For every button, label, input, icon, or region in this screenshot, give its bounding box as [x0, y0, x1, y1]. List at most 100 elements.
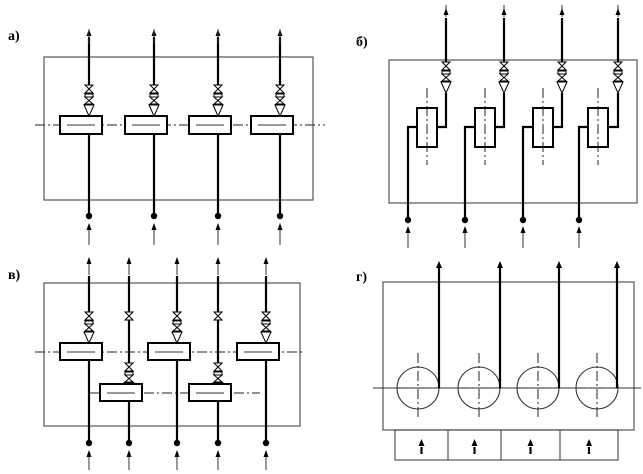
inlet-node-icon	[150, 212, 158, 220]
inlet-pipe	[406, 125, 417, 220]
panel-label-a: а)	[8, 29, 20, 44]
outlet-connection	[553, 93, 564, 129]
gate-valve-icon	[556, 61, 568, 71]
valve-body-icon	[274, 96, 286, 105]
inlet-4	[586, 439, 592, 454]
valve-body-icon	[83, 96, 95, 105]
inlet-node-icon	[262, 439, 270, 447]
outlet-connection	[608, 93, 620, 129]
inlet-arrow-icon	[126, 450, 132, 457]
valve-stack	[440, 61, 452, 95]
reducer-cone-icon	[171, 331, 183, 345]
unit-b-1	[404, 5, 452, 248]
inlet-2	[471, 439, 478, 454]
inlet-3	[527, 439, 534, 454]
reducer-cone-icon	[83, 331, 95, 345]
outlet-arrow-icon	[126, 257, 132, 264]
gate-valve-icon	[274, 84, 286, 94]
outlet-arrow-icon	[86, 257, 92, 264]
valve-body-icon	[440, 73, 452, 82]
panel-label-v: в)	[8, 268, 21, 283]
inlet-node-icon	[214, 212, 222, 220]
inlet-1	[418, 439, 425, 454]
inlet-arrow-icon	[462, 226, 468, 233]
gate-valve	[212, 311, 224, 321]
reducer-cone-icon	[556, 81, 568, 95]
reducer-cone-icon	[440, 81, 452, 95]
inlet-arrow-icon	[405, 226, 411, 233]
unit-a-2	[124, 29, 168, 245]
panel-a-frame	[43, 56, 314, 201]
gate-valve-icon	[83, 84, 95, 94]
valve-body-icon	[260, 323, 272, 332]
valve-stack	[83, 84, 95, 118]
reducer-cone-icon	[212, 104, 224, 118]
valve-body-icon	[212, 374, 224, 383]
outlet-arrow-icon	[501, 8, 507, 15]
inlet-pipe	[521, 125, 533, 220]
reducer-cone-icon	[83, 104, 95, 118]
outlet-arrow-icon	[436, 261, 442, 268]
inlet-arrow-icon	[215, 450, 221, 457]
inlet-node-icon	[85, 212, 93, 220]
outlet-connection	[495, 93, 506, 129]
inlet-arrow-icon	[151, 223, 157, 230]
inlet-pipe	[577, 125, 588, 220]
outlet-arrow-icon	[263, 257, 269, 264]
inlet-pipe	[463, 125, 475, 220]
gate-valve-icon	[612, 61, 624, 71]
unit-v-upper-2	[147, 257, 191, 470]
valve-body-icon	[148, 96, 160, 105]
valve-body-icon	[612, 73, 624, 82]
unit-v-upper-1	[59, 257, 103, 470]
unit-b-2	[461, 5, 510, 248]
inlet-node-icon	[173, 439, 181, 447]
outlet-arrow-icon	[497, 261, 503, 268]
valve-stack	[148, 84, 160, 118]
inlet-arrow-icon	[471, 439, 478, 446]
outlet-connection	[437, 93, 448, 129]
gate-valve-icon	[123, 362, 135, 372]
inlet-arrow-icon	[86, 450, 92, 457]
reducer-cone-icon	[260, 331, 272, 345]
gate-valve-icon	[498, 61, 510, 71]
panel-label-g: г)	[356, 270, 367, 285]
reducer-cone-icon	[148, 104, 160, 118]
panel-g-frame	[382, 281, 635, 431]
valve-body-icon	[171, 323, 183, 332]
inlet-arrow-icon	[263, 450, 269, 457]
outlet-arrow-icon	[443, 8, 449, 15]
unit-b-4	[575, 5, 624, 248]
inlet-node-icon	[125, 439, 133, 447]
valve-body-icon	[123, 374, 135, 383]
valve-stack	[212, 84, 224, 118]
inlet-node-icon	[276, 212, 284, 220]
outlet-arrow-icon	[559, 8, 565, 15]
inlet-node-icon	[519, 216, 527, 224]
gate-valve-icon	[440, 61, 452, 71]
outlet-arrow-icon	[614, 261, 620, 268]
panel-g	[373, 261, 641, 461]
panel-a	[35, 29, 325, 245]
unit-a-3	[188, 29, 232, 245]
gate-valve-icon	[212, 84, 224, 94]
outlet-arrow-icon	[174, 257, 180, 264]
panel-v-frame	[43, 282, 301, 427]
gate-valve-icon	[148, 84, 160, 94]
gate-valve-icon	[171, 311, 183, 321]
inlet-arrow-icon	[520, 226, 526, 233]
inlet-node-icon	[214, 439, 222, 447]
unit-g-2	[457, 261, 503, 420]
unit-g-4	[575, 261, 620, 420]
valve-stack	[498, 61, 510, 95]
inlet-arrow-icon	[586, 439, 592, 446]
inlet-node-icon	[85, 439, 93, 447]
panel-v	[35, 257, 305, 470]
valve-body-icon	[83, 323, 95, 332]
valve-stack	[556, 61, 568, 95]
inlet-arrow-icon	[576, 226, 582, 233]
valve-body-icon	[212, 96, 224, 105]
gate-valve-icon	[260, 311, 272, 321]
outlet-arrow-icon	[215, 257, 221, 264]
